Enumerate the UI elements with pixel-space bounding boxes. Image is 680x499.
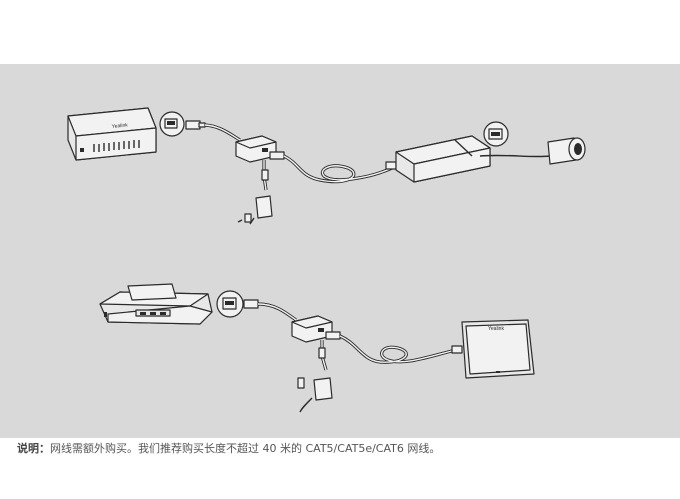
ethernet-plug-3 — [386, 162, 396, 169]
footnote-label: 说明： — [17, 442, 50, 455]
power-adapter-bottom — [298, 378, 332, 412]
ethernet-plug-4 — [244, 300, 258, 308]
power-adapter-top — [238, 196, 272, 224]
mini-pc-device: Yealink — [68, 108, 156, 160]
power-connector-top — [262, 170, 268, 180]
connection-diagram: .s { stroke: #2b2b2b; stroke-width: 1.2;… — [0, 64, 680, 438]
ethernet-plug-6 — [452, 346, 462, 353]
ethernet-plug-1 — [186, 121, 205, 129]
port-zoom-callout-1 — [160, 112, 184, 136]
ethernet-plug-5 — [326, 332, 340, 339]
room-system-device — [100, 284, 212, 324]
footnote: 说明：网线需额外购买。我们推荐购买长度不超过 40 米的 CAT5/CAT5e/… — [17, 440, 440, 456]
power-led-icon — [80, 148, 84, 152]
home-button-icon — [496, 371, 500, 373]
port-zoom-callout-2 — [484, 122, 508, 146]
footnote-text: 网线需额外购买。我们推荐购买长度不超过 40 米的 CAT5/CAT5e/CAT… — [50, 442, 440, 455]
network-switch-device — [396, 136, 490, 182]
touch-panel-logo: Yealink — [488, 326, 504, 332]
diagram-panel: .s { stroke: #2b2b2b; stroke-width: 1.2;… — [0, 64, 680, 438]
port-zoom-callout-3 — [217, 291, 243, 317]
ethernet-plug-2 — [270, 152, 284, 159]
touch-panel-device: Yealink — [462, 320, 534, 378]
camera-device — [548, 138, 585, 164]
power-connector-bottom — [319, 348, 325, 358]
